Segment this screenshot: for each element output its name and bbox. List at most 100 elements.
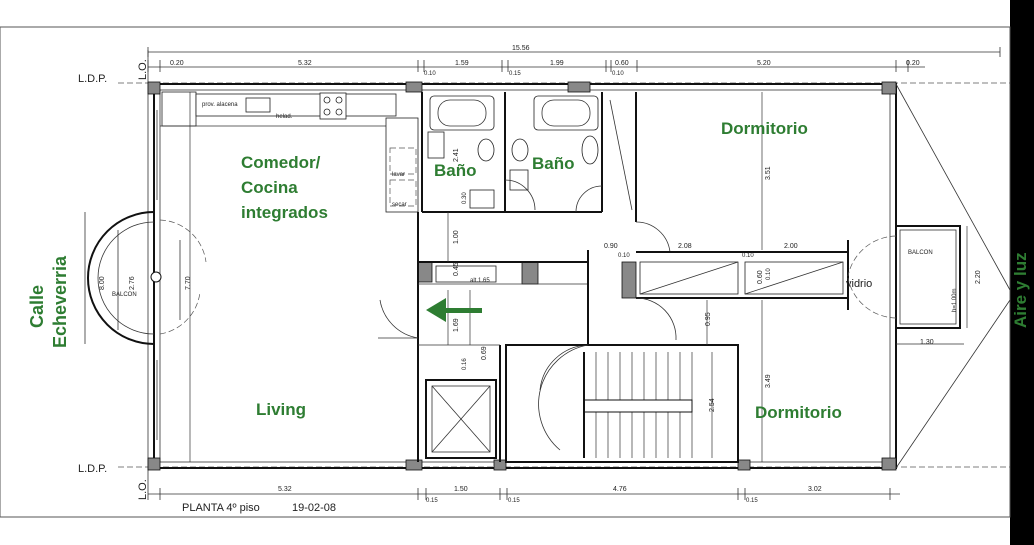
dim-top-7: 0.20 bbox=[906, 60, 920, 67]
washer bbox=[389, 147, 417, 175]
balcon-left-outline bbox=[87, 211, 155, 345]
ldp-label-top: L.D.P. bbox=[78, 73, 107, 85]
columns bbox=[147, 81, 897, 471]
plan-title: PLANTA 4º piso bbox=[182, 502, 260, 514]
side-label-aire-luz: Aire y luz bbox=[1011, 252, 1030, 328]
dim-241: 2.41 bbox=[453, 148, 460, 162]
dim-top-6: 5.20 bbox=[757, 60, 771, 67]
dim-010-v: 0.10 bbox=[766, 268, 772, 280]
room-comedor-line1: Comedor/ bbox=[241, 153, 321, 172]
dim-bottom-3: 4.76 bbox=[613, 486, 627, 493]
dorm-bottom-door-swing bbox=[635, 297, 677, 341]
lo-label-bottom: L.O. bbox=[137, 479, 149, 500]
dim-770: 7.70 bbox=[185, 276, 192, 290]
room-bano-1: Baño bbox=[434, 161, 477, 180]
kitchen-fridge bbox=[161, 91, 197, 127]
dim-top-3: 1.59 bbox=[455, 60, 469, 67]
street-label-line2: Echeverria bbox=[50, 255, 70, 348]
stair-entry-arc bbox=[538, 344, 589, 451]
dim-349: 3.49 bbox=[765, 374, 772, 388]
dim-top-2: 5.32 bbox=[298, 60, 312, 67]
bano1-shower-tray bbox=[469, 189, 495, 209]
bano2-bidet bbox=[511, 138, 529, 162]
aire-luz-line-top bbox=[895, 83, 1011, 291]
dim-130: 1.30 bbox=[920, 339, 934, 346]
ldp-label-bottom: L.D.P. bbox=[78, 463, 107, 475]
balcon-column bbox=[150, 271, 162, 283]
dim-bottom-ticks bbox=[159, 488, 891, 500]
dim-bottom-1: 5.32 bbox=[278, 486, 292, 493]
dim-top-s2: 0.15 bbox=[509, 71, 521, 77]
vidrio-label: vidrio bbox=[846, 278, 872, 290]
street-label-line1: Calle bbox=[27, 285, 47, 328]
stove-burners bbox=[323, 96, 343, 116]
bano2-tub bbox=[533, 95, 599, 131]
balcon-left-inner bbox=[97, 221, 155, 335]
bano1-tub-inner bbox=[437, 99, 487, 127]
dim-top-1: 0.20 bbox=[170, 60, 184, 67]
secar-label: secar bbox=[392, 202, 407, 208]
heladera-label: helad. bbox=[276, 114, 293, 120]
balcon-right-inner bbox=[899, 229, 957, 325]
bano2-tub-inner bbox=[541, 99, 591, 127]
dim-h100: h=1.00m bbox=[952, 288, 958, 312]
bano2-door-swing bbox=[575, 185, 603, 213]
bano2-toilet bbox=[509, 169, 529, 191]
plan-date: 19-02-08 bbox=[292, 502, 336, 514]
dim-208: 2.08 bbox=[678, 243, 692, 250]
inner-dims bbox=[189, 92, 968, 462]
laundry-counter bbox=[385, 117, 419, 213]
dim-bottom-s1: 0.15 bbox=[426, 498, 438, 504]
room-dormitorio-top: Dormitorio bbox=[721, 119, 808, 138]
room-comedor-line3: integrados bbox=[241, 203, 328, 222]
dim-045: 0.45 bbox=[453, 262, 460, 276]
balcon-right bbox=[895, 225, 961, 329]
dim-016: 0.16 bbox=[462, 358, 468, 370]
dim-169: 1.69 bbox=[453, 318, 460, 332]
dim-bottom-s2: 0.15 bbox=[508, 498, 520, 504]
room-living: Living bbox=[256, 400, 306, 419]
dim-090: 0.90 bbox=[604, 243, 618, 250]
dim-bottom-s3: 0.15 bbox=[746, 498, 758, 504]
dim-254: 2.54 bbox=[709, 398, 716, 412]
dim-top-s1: 0.10 bbox=[424, 71, 436, 77]
duct-diagonal bbox=[609, 99, 633, 211]
dim-010-b: 0.10 bbox=[742, 253, 754, 259]
dim-351: 3.51 bbox=[765, 166, 772, 180]
stair-door-swing bbox=[539, 344, 589, 391]
entry-door-swing bbox=[379, 299, 419, 339]
dim-100: 1.00 bbox=[453, 230, 460, 244]
lavar-label: lavar bbox=[392, 172, 405, 178]
dorm-top-door-swing bbox=[635, 221, 671, 253]
dim-top-4: 1.99 bbox=[550, 60, 564, 67]
closet-2-diag bbox=[744, 261, 844, 295]
bano1-toilet bbox=[477, 138, 495, 162]
room-dormitorio-bottom: Dormitorio bbox=[755, 403, 842, 422]
bano1-sink bbox=[427, 131, 445, 159]
balcon-right-label: BALCON bbox=[908, 250, 933, 256]
dim-069: 0.69 bbox=[481, 346, 488, 360]
dim-276: 2.76 bbox=[129, 276, 136, 290]
dim-060: 0.60 bbox=[757, 270, 764, 284]
dim-030: 0.30 bbox=[462, 192, 468, 204]
elevator-car bbox=[431, 385, 491, 453]
dim-top-ticks bbox=[147, 47, 1001, 72]
bano1-tub bbox=[429, 95, 495, 131]
dim-bottom-4: 3.02 bbox=[808, 486, 822, 493]
entry-arrow bbox=[426, 298, 482, 322]
closet-1-diag bbox=[639, 261, 739, 295]
elevator-diag-2 bbox=[431, 385, 491, 453]
balcon-right-door-2 bbox=[847, 277, 897, 319]
balcon-door-swing bbox=[159, 219, 207, 263]
dryer bbox=[389, 179, 417, 207]
lo-label-top: L.O. bbox=[137, 59, 149, 80]
dim-top-s3: 0.10 bbox=[612, 71, 624, 77]
sheet-frame bbox=[0, 26, 1011, 518]
dim-220: 2.20 bbox=[975, 270, 982, 284]
dim-095: 0.95 bbox=[705, 312, 712, 326]
balcon-door-swing-2 bbox=[159, 291, 201, 335]
dim-800: 8.00 bbox=[99, 276, 106, 290]
balcon-right-door-1 bbox=[847, 235, 897, 277]
bano2-sink bbox=[581, 135, 599, 165]
